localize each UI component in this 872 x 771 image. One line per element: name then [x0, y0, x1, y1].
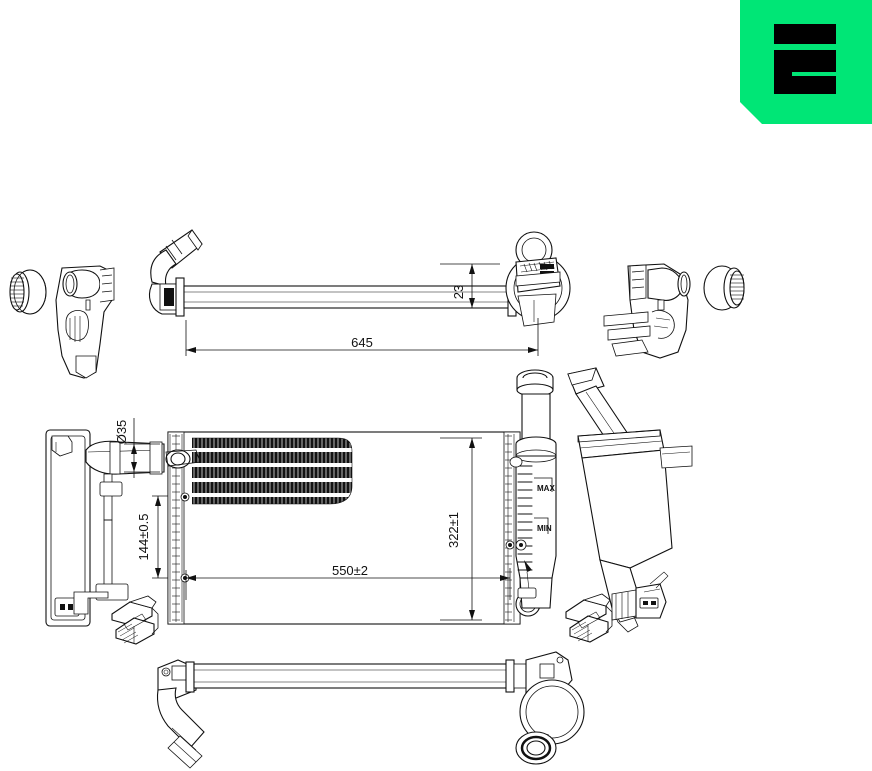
temperature-sensor-connector [611, 571, 669, 621]
dimension-645-label: 645 [351, 335, 373, 350]
radiator-side-rail [45, 429, 165, 627]
dimension-23-label: 23 [451, 285, 466, 299]
tank-min-label: MIN [537, 524, 552, 533]
dimension-144: 144±0.5 [136, 495, 240, 579]
expansion-tank-front: MAX MIN [509, 369, 557, 609]
dimension-diameter-35: Ø35 [114, 418, 160, 478]
radiator-cap-right [703, 265, 745, 311]
radiator-cap-left [9, 269, 47, 315]
mounting-clip-right [565, 593, 613, 643]
dimension-550: 550±2 [185, 563, 511, 600]
dimension-645: 645 [185, 318, 539, 356]
mounting-clip-left [111, 595, 159, 645]
dimension-550-label: 550±2 [332, 563, 368, 578]
dimension-diameter-35-label: Ø35 [114, 420, 129, 445]
upper-coolant-hose [148, 229, 571, 327]
nrf-brand-logo [740, 0, 872, 124]
radiator-fin-block [192, 437, 353, 505]
radiator-core [165, 431, 541, 625]
logo-e-mark [774, 24, 836, 94]
dimension-23: 23 [440, 263, 500, 308]
hose-bracket-right [603, 263, 691, 359]
dimension-322-label: 322±1 [446, 512, 461, 548]
lower-coolant-hose [156, 651, 585, 769]
tank-max-label: MAX [537, 484, 555, 493]
dimension-144-label: 144±0.5 [136, 514, 151, 561]
dimension-322: 322±1 [440, 437, 482, 621]
hose-bracket-left [55, 265, 115, 379]
